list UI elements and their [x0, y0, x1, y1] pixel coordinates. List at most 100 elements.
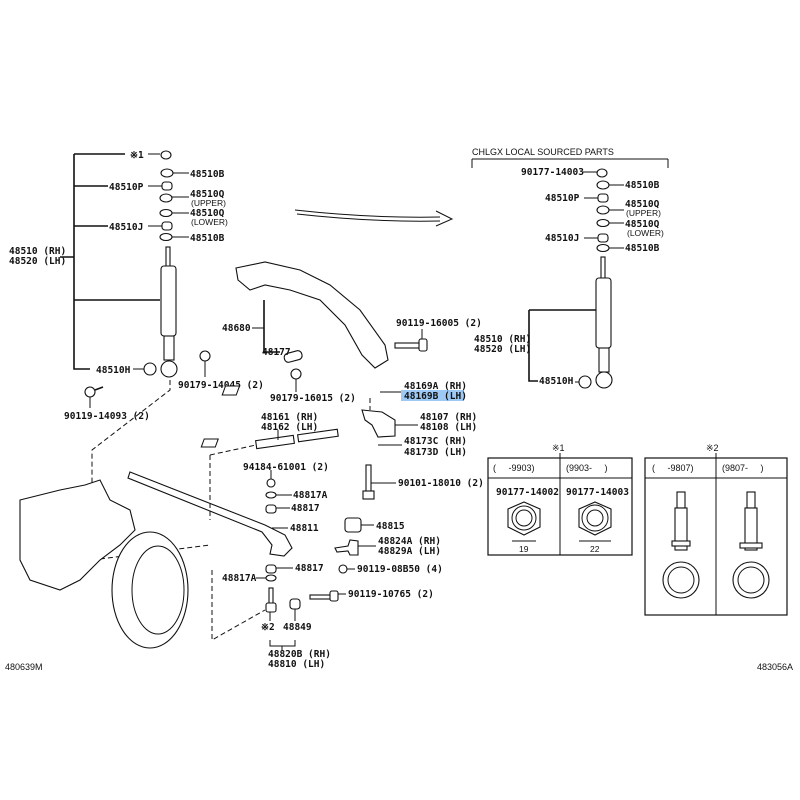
- part-label[interactable]: 48510J: [109, 222, 143, 233]
- part-label[interactable]: 90119-08B50 (4): [357, 564, 443, 575]
- nut-icon: [266, 478, 276, 488]
- bolt-icon: [365, 464, 372, 494]
- part-label[interactable]: 48169A (RH): [404, 381, 467, 392]
- highlight: [401, 390, 464, 401]
- washer-icon: [159, 208, 173, 218]
- table-header: (9903- ): [566, 463, 608, 473]
- part-note: (LOWER): [191, 217, 228, 227]
- table-header: ( -9807): [652, 463, 694, 473]
- part-label[interactable]: 48510H: [539, 376, 574, 387]
- table-mark: ※1: [552, 443, 565, 453]
- section-title: CHLGX LOCAL SOURCED PARTS: [472, 147, 614, 157]
- bushing-icon: [161, 181, 173, 191]
- part-label[interactable]: 48510Q: [625, 199, 660, 210]
- table-header: ( -9903): [493, 463, 535, 473]
- illustration-code: 480639M: [5, 662, 43, 672]
- link-variant-1-icon: [662, 491, 700, 599]
- left-bracket-lines: [60, 153, 160, 370]
- part-label[interactable]: 48162 (LH): [261, 422, 318, 433]
- link-icon: [265, 602, 277, 613]
- part-label[interactable]: 48510 (RH): [9, 246, 66, 257]
- part-label[interactable]: 48173D (LH): [404, 447, 467, 458]
- part-label[interactable]: 94184-61001 (2): [243, 462, 329, 473]
- part-label[interactable]: 48510B: [625, 243, 660, 254]
- size-label: 19: [519, 544, 529, 554]
- bushing-icon: [143, 362, 157, 376]
- arm-icon: [361, 409, 396, 438]
- part-label-highlighted[interactable]: 48169B (LH): [404, 391, 467, 402]
- part-label[interactable]: 48815: [376, 521, 405, 532]
- bushing-icon: [161, 221, 173, 231]
- shock-lower: [163, 335, 175, 361]
- part-label[interactable]: 48510J: [545, 233, 579, 244]
- shaft-icon: [297, 428, 339, 443]
- part-label[interactable]: 48510Q: [190, 208, 225, 219]
- bracket-icon: [334, 539, 359, 556]
- part-label[interactable]: 90119-16005 (2): [396, 318, 482, 329]
- part-label[interactable]: 90177-14002: [496, 487, 559, 498]
- right-shock-group: CHLGX LOCAL SOURCED PARTS 90177-14003 48…: [471, 147, 669, 389]
- part-label[interactable]: 48817: [295, 563, 324, 574]
- part-label[interactable]: 48829A (LH): [378, 546, 441, 557]
- note-mark-2: ※2: [261, 622, 275, 633]
- part-label[interactable]: 90177-14003: [521, 167, 584, 178]
- shaft-icon: [255, 434, 295, 450]
- part-label[interactable]: 90119-10765 (2): [348, 589, 434, 600]
- part-label[interactable]: 48173C (RH): [404, 436, 467, 447]
- part-label[interactable]: 48680: [222, 323, 251, 334]
- cup-icon: [160, 168, 174, 178]
- shock-rod: [165, 246, 171, 268]
- shock-body: [160, 265, 177, 337]
- part-label[interactable]: 48177: [262, 347, 291, 358]
- part-note: (LOWER): [627, 228, 664, 238]
- pin-icon: [283, 350, 303, 363]
- part-label[interactable]: 48510H: [96, 365, 131, 376]
- frame-bracket: [235, 261, 389, 369]
- part-label[interactable]: 48510B: [190, 169, 225, 180]
- part-label[interactable]: 48510Q: [625, 219, 660, 230]
- washer-icon: [159, 232, 173, 242]
- variant-table-1: ※1 ( -9903) (9903- ) 90177-14002 90177-1…: [487, 443, 633, 556]
- part-label[interactable]: 48510 (RH): [474, 334, 531, 345]
- variant-table-2: ※2 ( -9807) (9807- ): [644, 443, 788, 616]
- part-label[interactable]: 48520 (LH): [9, 256, 66, 267]
- bolt-icon: [84, 386, 96, 398]
- part-label[interactable]: 48520 (LH): [474, 344, 531, 355]
- bolt-icon: [309, 594, 333, 600]
- part-label[interactable]: 48107 (RH): [420, 412, 477, 423]
- hex-nut-icon: [578, 501, 612, 536]
- part-note: (UPPER): [191, 198, 226, 208]
- part-label[interactable]: 48510P: [545, 193, 580, 204]
- bushing-icon: [289, 598, 301, 610]
- nut-icon: [160, 150, 172, 160]
- part-label[interactable]: 48161 (RH): [261, 412, 318, 423]
- plate-icon: [200, 438, 219, 448]
- part-label[interactable]: 48510Q: [190, 189, 225, 200]
- part-label[interactable]: 48810 (LH): [268, 659, 325, 670]
- part-label[interactable]: 48817: [291, 503, 320, 514]
- part-label[interactable]: 48824A (RH): [378, 536, 441, 547]
- part-label[interactable]: 48108 (LH): [420, 422, 477, 433]
- nut-icon: [199, 350, 211, 362]
- part-label[interactable]: 48510B: [625, 180, 660, 191]
- part-label[interactable]: 90177-14003: [566, 487, 629, 498]
- shock-eye: [160, 360, 178, 378]
- size-label: 22: [590, 544, 600, 554]
- table-mark: ※2: [706, 443, 719, 453]
- washer-icon: [159, 193, 173, 203]
- part-label[interactable]: 90179-16015 (2): [270, 393, 356, 404]
- part-label[interactable]: 90101-18010 (2): [398, 478, 484, 489]
- part-label[interactable]: 90179-14045 (2): [178, 380, 264, 391]
- center-group: 48680 48177 90179-16015 (2) 90119-16005 …: [5, 261, 484, 672]
- link-variant-2-icon: [732, 491, 770, 599]
- part-note: (UPPER): [626, 208, 661, 218]
- part-label[interactable]: 90119-14093 (2): [64, 411, 150, 422]
- part-label[interactable]: 48820B (RH): [268, 649, 331, 660]
- part-label[interactable]: 48510P: [109, 182, 144, 193]
- part-label[interactable]: 48849: [283, 622, 312, 633]
- table-header: (9807- ): [722, 463, 764, 473]
- part-label[interactable]: 48510B: [190, 233, 225, 244]
- part-label[interactable]: 48817A: [293, 490, 328, 501]
- part-label[interactable]: 48811: [290, 523, 319, 534]
- part-label[interactable]: 48817A: [222, 573, 257, 584]
